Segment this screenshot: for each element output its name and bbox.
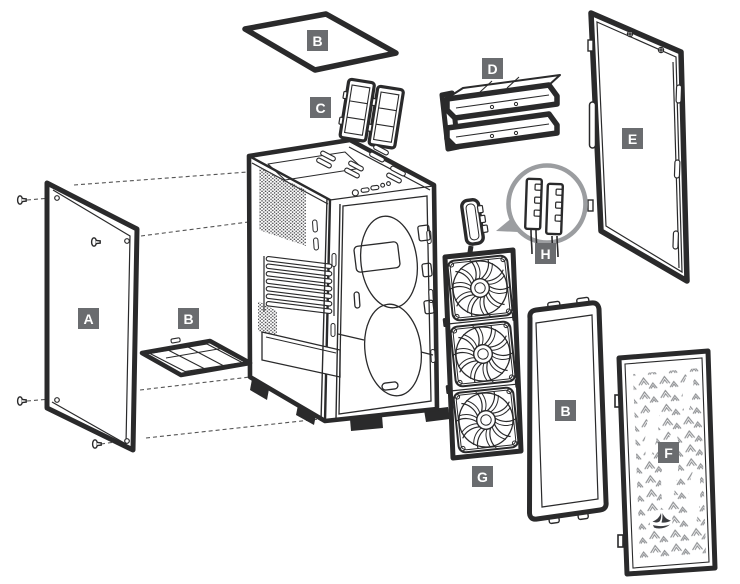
thumbscrews <box>16 195 102 449</box>
usb-port <box>370 184 380 191</box>
front-pillar <box>320 197 341 422</box>
fan-connectors <box>524 177 564 258</box>
triple-fan-unit <box>442 198 524 461</box>
psu-dust-filter <box>139 337 253 378</box>
callout-label-b-front: B <box>555 400 576 421</box>
panel-handle-slot <box>588 101 597 149</box>
fan-cable-connector <box>460 198 489 246</box>
panel-screw-holes <box>54 195 130 444</box>
connector-wires <box>530 229 559 258</box>
panel-clip <box>587 39 594 52</box>
hdd-tray-stack <box>439 74 561 152</box>
rear-exhaust-mesh <box>259 167 306 246</box>
pci-expansion-slots <box>263 255 335 316</box>
callout-label-g: G <box>472 466 493 487</box>
front-io-ports <box>351 181 391 197</box>
cable-cutout <box>353 241 401 273</box>
rear-io-slots <box>312 219 319 251</box>
audio-jack <box>380 182 386 188</box>
case-fan <box>449 320 517 388</box>
side-opening-frame <box>338 195 432 415</box>
frame-clips <box>442 311 521 395</box>
power-button <box>351 189 359 197</box>
callout-label-d: D <box>482 58 503 79</box>
panel-clip <box>587 199 594 212</box>
callout-label-c: C <box>310 97 331 118</box>
case-chassis <box>246 137 450 431</box>
front-fan-tray <box>337 215 435 397</box>
panel-latch-slots <box>672 84 683 250</box>
callout-label-e: E <box>622 128 643 149</box>
filter-grid <box>165 346 225 369</box>
case-fan <box>452 386 520 454</box>
usb-port <box>360 187 370 193</box>
panel-tab <box>617 534 624 548</box>
reset-button <box>386 181 391 187</box>
front-panel <box>614 348 718 577</box>
airflow-pattern <box>633 368 706 560</box>
glass-panel-screws <box>626 30 665 54</box>
ssd-tray-pair <box>338 77 405 150</box>
callout-label-h: H <box>535 243 556 264</box>
top-vent-slots <box>316 144 406 184</box>
callout-label-f: F <box>658 442 679 463</box>
case-fan <box>446 254 514 322</box>
psu-vent-mesh <box>258 301 277 341</box>
callout-label-a: A <box>78 308 99 329</box>
corsair-logo <box>652 513 671 529</box>
callout-label-b-top: B <box>307 30 328 51</box>
filter-tab <box>170 337 181 344</box>
callout-label-b-psu: B <box>178 308 199 329</box>
fan-connector-callout <box>496 163 588 258</box>
